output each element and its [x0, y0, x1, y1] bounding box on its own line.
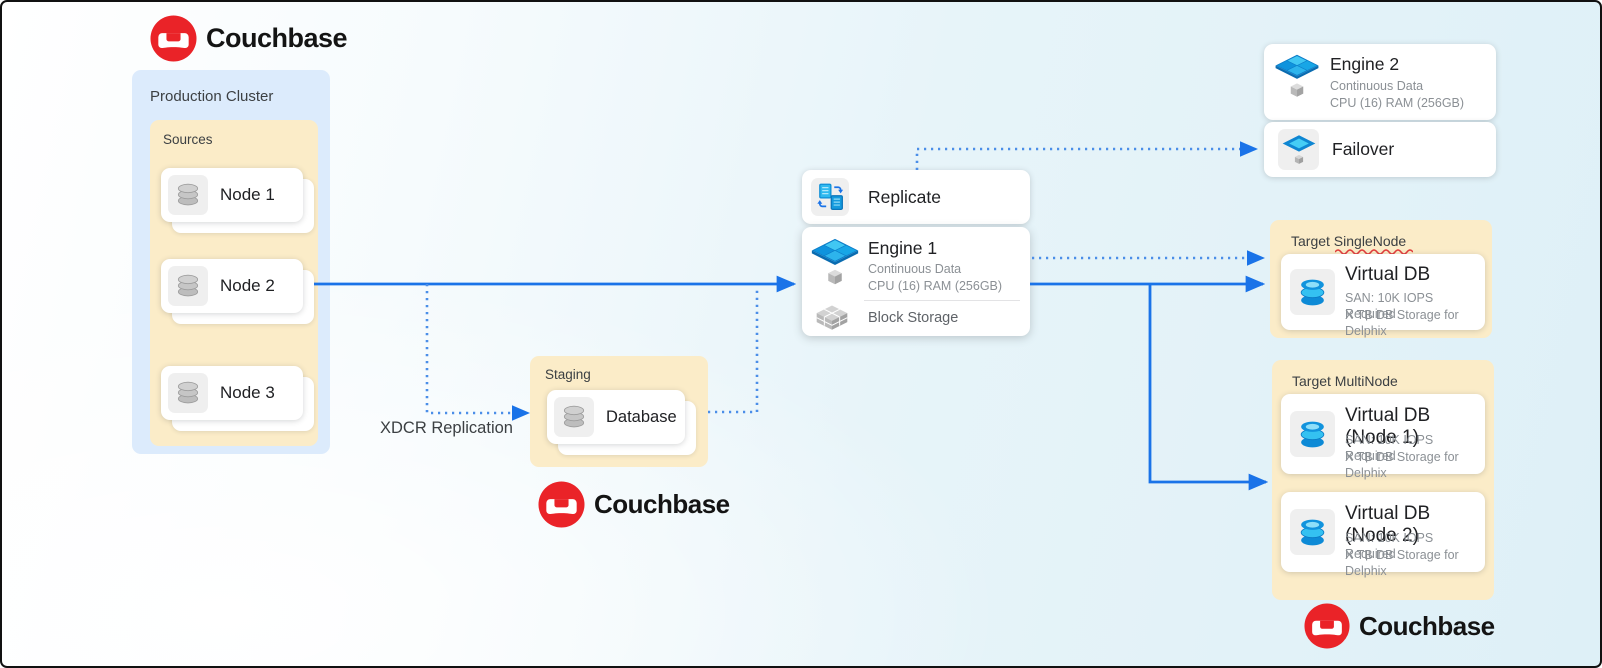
block-storage-icon	[814, 303, 850, 335]
virtual-db-card: Virtual DB SAN: 10K IOPS Required X TB D…	[1281, 254, 1485, 338]
node-1-card: Node 1	[161, 168, 303, 222]
spellcheck-squiggle	[1335, 249, 1413, 254]
virtual-db-node1-subtitle-2: X TB DB Storage for Delphix	[1345, 450, 1459, 480]
engine-icon	[808, 235, 862, 293]
virtual-db-node2-title: Virtual DB (Node 2)	[1345, 503, 1431, 546]
engine-1-title: Engine 1	[868, 238, 938, 258]
database-icon	[554, 397, 594, 437]
target-multinode-label: Target MultiNode	[1292, 373, 1398, 389]
staging-label: Staging	[545, 367, 591, 382]
engine-1-card: Engine 1 Continuous Data CPU (16) RAM (2…	[802, 227, 1030, 336]
virtual-db-icon	[1290, 411, 1335, 457]
node-2-card: Node 2	[161, 259, 303, 313]
virtual-db-node1-title: Virtual DB (Node 1)	[1345, 405, 1431, 448]
engine-1-subtitle-1: Continuous Data	[868, 262, 962, 276]
engine-2-subtitle-2: CPU (16) RAM (256GB)	[1330, 96, 1465, 110]
node-label: Node 1	[220, 185, 275, 204]
production-cluster-label: Production Cluster	[150, 88, 274, 105]
failover-icon	[1278, 129, 1319, 170]
couchbase-logo-bottom-right: Couchbase	[1304, 603, 1495, 649]
virtual-db-subtitle-2: X TB DB Storage for Delphix	[1345, 308, 1459, 338]
replicate-label: Replicate	[868, 187, 941, 207]
virtual-db-node1-card: Virtual DB (Node 1) SAN: 10K IOPS Requir…	[1281, 394, 1485, 480]
arrow-replicate-to-failover	[915, 141, 1259, 170]
couchbase-logo-icon	[1304, 603, 1350, 649]
database-icon	[168, 373, 208, 413]
engine-1-subtitle-2: CPU (16) RAM (256GB)	[868, 279, 1003, 293]
sources-label: Sources	[163, 132, 213, 147]
virtual-db-subtitle-1: SAN: 10K IOPS Required	[1345, 291, 1434, 321]
failover-label: Failover	[1332, 139, 1395, 159]
failover-card: Failover	[1264, 122, 1496, 177]
virtual-db-title: Virtual DB	[1345, 264, 1431, 285]
virtual-db-icon	[1290, 269, 1335, 315]
virtual-db-node1-subtitle-1: SAN: 10K IOPS Required	[1345, 433, 1434, 463]
staging-database-card: Database	[547, 390, 685, 444]
couchbase-wordmark: Couchbase	[594, 489, 730, 519]
database-label: Database	[606, 407, 677, 426]
target-singlenode-label-text: Target SingleNode	[1291, 233, 1407, 249]
engine-2-subtitle-1: Continuous Data	[1330, 79, 1424, 93]
virtual-db-node2-subtitle-1: SAN: 10K IOPS Required	[1345, 531, 1434, 561]
line-staging-to-engine1	[708, 287, 759, 414]
target-singlenode-label: Target SingleNode	[1291, 233, 1413, 254]
node-label: Node 3	[220, 383, 275, 402]
couchbase-logo-staging: Couchbase	[538, 481, 730, 528]
replicate-card: Replicate	[802, 170, 1030, 224]
virtual-db-icon	[1290, 509, 1335, 555]
couchbase-wordmark: Couchbase	[206, 23, 348, 53]
couchbase-wordmark: Couchbase	[1359, 610, 1495, 641]
block-storage-label: Block Storage	[868, 310, 959, 326]
card-divider	[864, 300, 1020, 301]
virtual-db-node2-subtitle-2: X TB DB Storage for Delphix	[1345, 548, 1459, 578]
arrow-engine1-to-multinode	[1148, 284, 1269, 491]
database-icon	[168, 266, 208, 306]
virtual-db-node2-card: Virtual DB (Node 2) SAN: 10K IOPS Requir…	[1281, 492, 1485, 578]
engine-icon	[1272, 50, 1322, 106]
engine-2-card: Engine 2 Continuous Data CPU (16) RAM (2…	[1264, 44, 1496, 120]
engine-2-title: Engine 2	[1330, 54, 1400, 74]
replicate-icon	[811, 178, 849, 216]
xdcr-replication-label: XDCR Replication	[380, 419, 513, 437]
database-icon	[168, 175, 208, 215]
couchbase-logo-icon	[150, 15, 197, 62]
arrow-xdcr-to-staging	[425, 284, 531, 421]
node-label: Node 2	[220, 276, 275, 295]
node-3-card: Node 3	[161, 366, 303, 420]
couchbase-logo-icon	[538, 481, 585, 528]
couchbase-logo-top-left: Couchbase	[150, 15, 348, 62]
